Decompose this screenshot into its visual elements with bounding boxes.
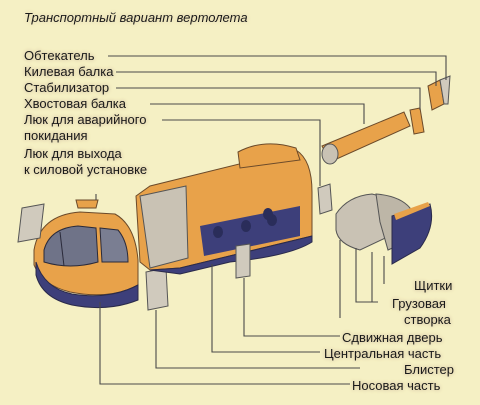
label-fairing: Обтекатель xyxy=(24,48,95,63)
label-nose-section: Носовая часть xyxy=(352,378,441,393)
label-blister: Блистер xyxy=(404,362,455,377)
label-sliding-door: Сдвижная дверь xyxy=(342,330,443,345)
label-cargo-door-1: Грузовая xyxy=(392,296,446,311)
leader-lines-right xyxy=(99,240,385,385)
label-tail-boom: Хвостовая балка xyxy=(24,96,127,111)
hatch-top xyxy=(75,199,99,209)
label-emergency-hatch-1: Люк для аварийного xyxy=(24,112,147,127)
label-keel-beam: Килевая балка xyxy=(24,64,114,79)
sliding-door-panel xyxy=(235,243,251,279)
label-cargo-door-2: створка xyxy=(404,312,451,327)
blister-left xyxy=(17,203,45,243)
label-stabilizer: Стабилизатор xyxy=(24,80,110,95)
tail-boom xyxy=(317,75,451,215)
diagram-title: Транспортный вариант вертолета xyxy=(24,10,248,25)
cargo-doors xyxy=(335,193,433,265)
label-engine-hatch-2: к силовой установке xyxy=(24,162,148,177)
blister-panel xyxy=(145,267,169,311)
label-engine-hatch-1: Люк для выхода xyxy=(24,146,122,161)
label-flaps: Щитки xyxy=(414,278,453,293)
nose-section xyxy=(33,211,139,309)
label-central-section: Центральная часть xyxy=(324,346,442,361)
leader-lines-left xyxy=(95,55,447,200)
central-section xyxy=(135,143,313,275)
label-emergency-hatch-2: покидания xyxy=(24,128,88,143)
